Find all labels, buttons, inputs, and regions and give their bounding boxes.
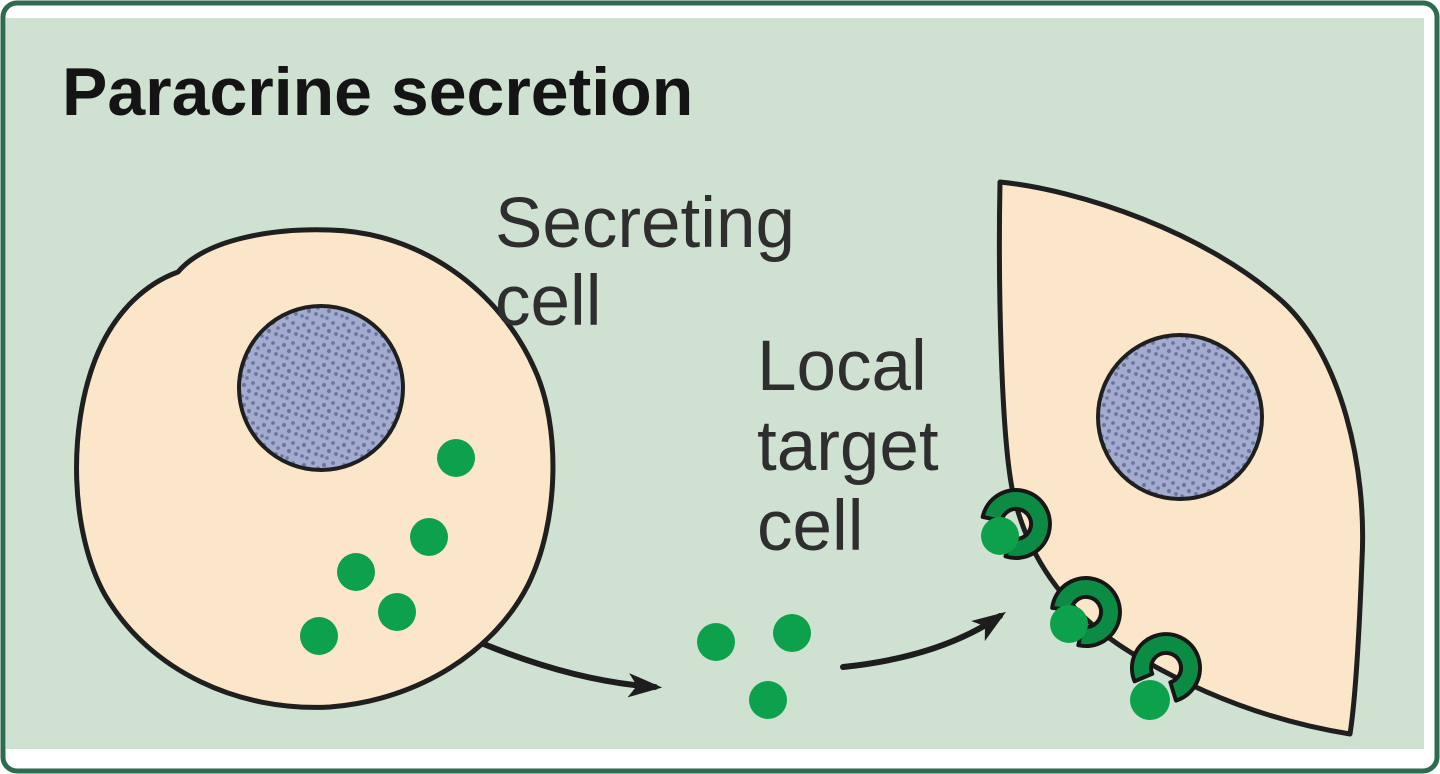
figure-title: Paracrine secretion: [62, 54, 693, 130]
target-cell-label-line1: Local: [757, 327, 927, 406]
signal-molecule-transit: [773, 614, 811, 652]
binding-arrow: [840, 611, 1007, 670]
signal-molecule-bound: [981, 517, 1019, 555]
signal-molecule-inside: [300, 617, 338, 655]
signal-molecule-inside: [437, 439, 475, 477]
signal-molecule-inside: [410, 518, 448, 556]
signal-molecule-transit: [749, 681, 787, 719]
target-cell-nucleus: [1096, 333, 1264, 501]
signal-molecule-bound: [1050, 605, 1088, 643]
signal-molecule-inside: [337, 553, 375, 591]
secreting-cell-nucleus: [237, 304, 405, 472]
signal-molecule-inside: [378, 593, 416, 631]
secreting-cell-label-line2: cell: [495, 262, 602, 341]
signal-molecule-transit: [697, 623, 735, 661]
secreting-cell-label-line1: Secreting: [495, 184, 795, 263]
target-cell-label-line2: target: [757, 407, 939, 486]
target-cell-label-line3: cell: [757, 487, 864, 566]
signal-molecule-approaching: [1130, 680, 1170, 720]
